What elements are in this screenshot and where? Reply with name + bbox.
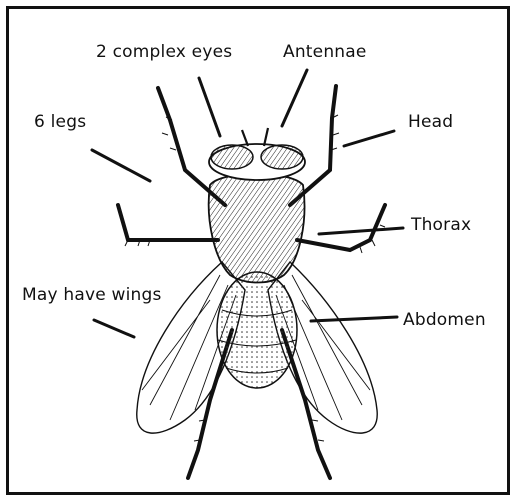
label-legs: 6 legs: [34, 112, 86, 132]
label-antennae: Antennae: [283, 42, 367, 62]
label-eyes: 2 complex eyes: [96, 42, 232, 62]
fly-abdomen: [217, 272, 297, 388]
label-head: Head: [408, 112, 453, 132]
fly-thorax: [209, 174, 305, 283]
right-compound-eye: [261, 145, 303, 169]
label-thorax: Thorax: [411, 215, 471, 235]
label-abdomen: Abdomen: [403, 310, 486, 330]
label-wings: May have wings: [22, 285, 162, 305]
left-compound-eye: [211, 145, 253, 169]
